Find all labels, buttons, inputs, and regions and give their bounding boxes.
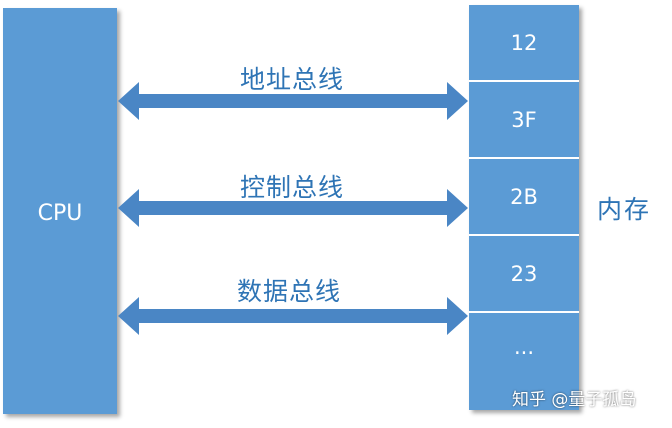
memory-cell: 3F [469, 82, 579, 159]
data-bus-label: 数据总线 [236, 277, 342, 306]
memory-cell: 2B [469, 159, 579, 236]
memory-cell: 12 [469, 5, 579, 82]
cpu-block: CPU [3, 8, 117, 414]
address-bus-label: 地址总线 [239, 65, 345, 94]
control-bus-label: 控制总线 [239, 173, 345, 202]
memory-label: 内存 [597, 195, 652, 224]
cpu-label: CPU [37, 200, 83, 226]
memory-cell: 23 [469, 236, 579, 313]
watermark: 知乎 @量子孤岛 [512, 390, 637, 410]
memory-column: 12 3F 2B 23 ... [469, 5, 579, 410]
memory-cell-ellipsis: ... [469, 313, 579, 410]
